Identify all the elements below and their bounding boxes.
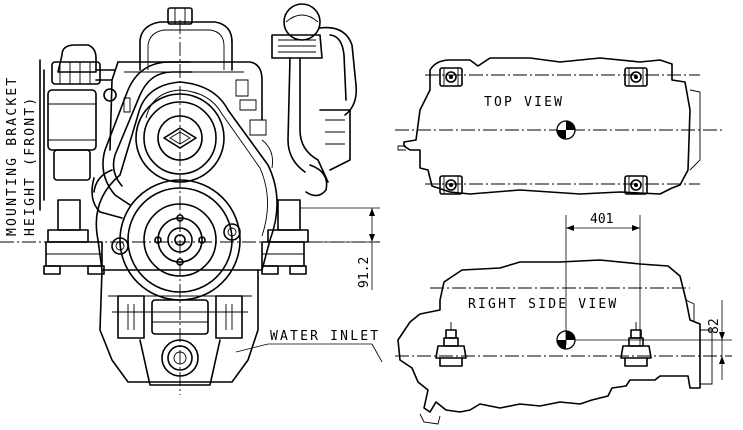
side-mount-left xyxy=(435,322,467,367)
mount-left xyxy=(43,199,105,275)
water-inlet-callout: WATER INLET xyxy=(235,329,383,363)
idler-left xyxy=(111,237,129,255)
right-side-view-label: RIGHT SIDE VIEW xyxy=(468,297,618,312)
top-mount-bl xyxy=(439,175,463,195)
dimension-82-text: 82 xyxy=(707,318,722,334)
right-side-view: RIGHT SIDE VIEW xyxy=(395,259,732,425)
top-view-label: TOP VIEW xyxy=(484,95,564,110)
timing-case xyxy=(95,81,278,271)
dimension-401: 401 xyxy=(565,212,641,345)
upper-pulley xyxy=(135,93,225,183)
mounting-bracket-line1: MOUNTING BRACKET xyxy=(5,76,20,236)
side-mount-right xyxy=(620,322,652,367)
water-inlet-fitting xyxy=(161,339,199,377)
top-view-outline xyxy=(403,57,691,195)
dimension-82: 82 xyxy=(707,300,725,380)
mounting-bracket-label: MOUNTING BRACKET HEIGHT (FRONT) xyxy=(2,76,38,243)
intake-pipe xyxy=(102,61,191,206)
oil-pan xyxy=(99,269,259,383)
top-view: TOP VIEW xyxy=(395,57,725,195)
dimension-91-2-text: 91.2 xyxy=(357,257,372,288)
dimension-91-2: 91.2 xyxy=(300,207,380,290)
filters xyxy=(39,44,117,211)
dimension-401-text: 401 xyxy=(590,212,613,227)
mounting-bracket-line2: HEIGHT (FRONT) xyxy=(23,96,38,236)
side-view-outline xyxy=(397,259,701,413)
mount-right xyxy=(261,199,309,275)
water-inlet-label: WATER INLET xyxy=(270,329,380,344)
top-mount-tl xyxy=(439,67,463,87)
top-cog-symbol xyxy=(556,120,576,140)
upper-block xyxy=(117,61,263,121)
idler-right xyxy=(223,223,241,241)
top-mount-tr xyxy=(624,67,648,87)
rocker-cover xyxy=(139,21,233,71)
top-mount-br xyxy=(624,175,648,195)
turbocharger xyxy=(271,3,358,197)
